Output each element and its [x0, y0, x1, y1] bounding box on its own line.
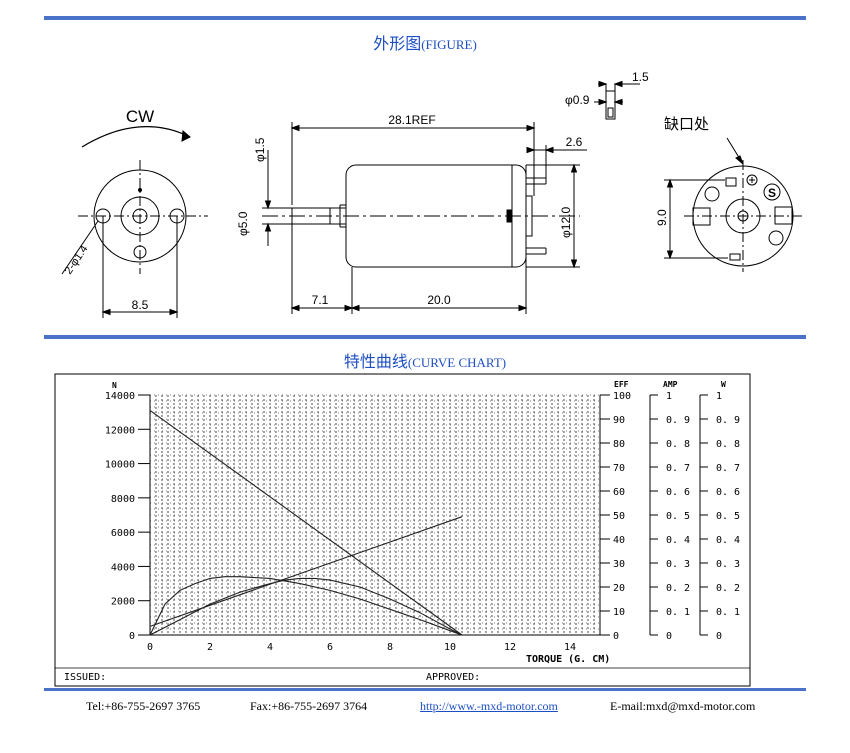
eff-tick-label: 100 [613, 391, 631, 402]
terminal-dia-label: φ0.9 [565, 93, 590, 107]
w-tick-label: 0. 3 [716, 559, 740, 570]
chart-curves [149, 409, 463, 636]
eff-tick-label: 10 [613, 607, 625, 618]
w-tick-label: 0 [716, 631, 722, 642]
amp-tick-label: 0. 2 [666, 583, 690, 594]
motor-drawing: CW 8.5 2-φ1.4 [61, 70, 802, 318]
x-tick-label: 0 [147, 642, 153, 653]
notch-label: 缺口处 [664, 116, 709, 133]
series-line-1 [149, 409, 463, 636]
footer-url-link[interactable]: http://www.-mxd-motor.com [420, 699, 558, 713]
shaft-label: φ5.0 [236, 211, 250, 236]
top-rule [44, 16, 806, 20]
shaft-len-label: 7.1 [312, 293, 329, 307]
footer-email: E-mail:mxd@mxd-motor.com [610, 699, 756, 713]
amp-tick-label: 0. 1 [666, 607, 690, 618]
y-tick-label: 2000 [111, 597, 135, 608]
w-tick-label: 0. 8 [716, 439, 740, 450]
x-tick-label: 14 [564, 642, 576, 653]
series-line-4 [149, 577, 463, 636]
x-tick-label: 6 [327, 642, 333, 653]
w-tick-label: 0. 6 [716, 487, 740, 498]
y-tick-label: 4000 [111, 562, 135, 573]
chart-section-title: 特性曲线(CURVE CHART) [0, 348, 850, 372]
w-tick-label: 0. 4 [716, 535, 740, 546]
amp-tick-label: 0. 7 [666, 463, 690, 474]
eff-tick-label: 80 [613, 439, 625, 450]
amp-tick-label: 0. 8 [666, 439, 690, 450]
eff-tick-label: 40 [613, 535, 625, 546]
amp-tick-label: 0. 6 [666, 487, 690, 498]
amp-tick-label: 1 [666, 391, 672, 402]
eff-tick-label: 0 [613, 631, 619, 642]
amp-tick-label: 0 [666, 631, 672, 642]
eff-tick-label: 90 [613, 415, 625, 426]
w-tick-label: 0. 9 [716, 415, 740, 426]
chart-title-en: (CURVE CHART) [407, 355, 507, 370]
x-tick-label: 8 [387, 642, 393, 653]
eff-axis-label: EFF [614, 380, 629, 389]
width-label: 8.5 [132, 298, 149, 312]
amp-tick-label: 0. 3 [666, 559, 690, 570]
y-axis-label: N [112, 381, 117, 390]
series-line-3 [149, 576, 463, 636]
figure-title-cn: 外形图 [373, 34, 422, 53]
terminal-width-label: 1.5 [632, 70, 649, 84]
svg-text:S: S [768, 186, 776, 200]
length-label: 28.1REF [388, 113, 435, 127]
dia-label: φ12.0 [559, 207, 573, 238]
w-tick-label: 1 [716, 391, 722, 402]
figure-section-title: 外形图(FIGURE) [0, 30, 850, 54]
chart-title-cn: 特性曲线 [343, 352, 408, 371]
chart-frame [54, 373, 751, 687]
eff-tick-label: 70 [613, 463, 625, 474]
shaft-dia-label: φ1.5 [253, 137, 267, 162]
w-axis-label: W [721, 380, 726, 389]
eff-tick-label: 60 [613, 487, 625, 498]
x-tick-label: 2 [207, 642, 213, 653]
y-tick-label: 6000 [111, 528, 135, 539]
w-tick-label: 0. 2 [716, 583, 740, 594]
x-tick-label: 12 [504, 642, 516, 653]
bottom-rule [44, 688, 806, 691]
amp-axis-label: AMP [663, 380, 678, 389]
side-view: 28.1REF 2.6 φ12.0 φ1.5 φ5.0 7.1 20.0 [236, 113, 587, 314]
x-axis-label: TORQUE (G. CM) [526, 654, 610, 665]
eff-tick-label: 20 [613, 583, 625, 594]
footer-tel: Tel:+86-755-2697 3765 [86, 699, 201, 713]
figure-title-en: (FIGURE) [421, 37, 477, 52]
issued-label: ISSUED: [64, 672, 106, 683]
amp-tick-label: 0. 5 [666, 511, 690, 522]
height-label: 9.0 [655, 209, 669, 226]
middle-rule [44, 335, 806, 339]
contact-footer: Tel:+86-755-2697 3765 Fax:+86-755-2697 3… [0, 697, 850, 717]
x-tick-label: 10 [444, 642, 456, 653]
w-tick-label: 0. 1 [716, 607, 740, 618]
amp-tick-label: 0. 4 [666, 535, 690, 546]
footer-fax: Fax:+86-755-2697 3764 [250, 699, 368, 713]
body-len-label: 20.0 [427, 293, 451, 307]
w-tick-label: 0. 5 [716, 511, 740, 522]
amp-tick-label: 0. 9 [666, 415, 690, 426]
y-tick-label: 8000 [111, 494, 135, 505]
eff-tick-label: 30 [613, 559, 625, 570]
y-tick-label: 12000 [105, 425, 135, 436]
eff-tick-label: 50 [613, 511, 625, 522]
y-tick-label: 0 [129, 631, 135, 642]
cw-label: CW [126, 107, 154, 126]
terminal-label: 2.6 [566, 135, 583, 149]
terminal-detail: 1.5 φ0.9 [565, 70, 649, 120]
y-tick-label: 14000 [105, 391, 135, 402]
rear-view: 缺口处 S 9.0 [655, 116, 802, 272]
w-tick-label: 0. 7 [716, 463, 740, 474]
approved-label: APPROVED: [426, 672, 480, 683]
chart-grid [149, 394, 601, 636]
x-tick-label: 4 [267, 642, 273, 653]
y-tick-label: 10000 [105, 460, 135, 471]
